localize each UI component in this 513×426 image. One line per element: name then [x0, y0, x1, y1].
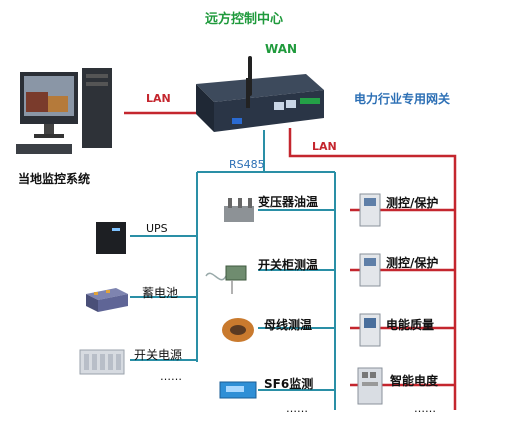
temperature-sensor-icon	[205, 265, 247, 294]
middle-device-label: 开关柜测温	[258, 258, 319, 272]
local-monitor-label: 当地监控系统	[18, 172, 91, 186]
right-device-label: 智能电度	[390, 374, 439, 388]
protection-device-icon	[359, 253, 381, 287]
left-device-label: 蓄电池	[142, 286, 179, 300]
ups-icon	[96, 222, 126, 254]
gateway-label: 电力行业专用网关	[354, 92, 451, 106]
lan-label-local: LAN	[146, 92, 171, 105]
middle-device-label: 母线测温	[264, 318, 313, 332]
left-device-label: 开关电源	[134, 348, 183, 362]
middle-device-label: SF6监测	[264, 377, 314, 391]
lan-label-right: LAN	[312, 140, 337, 153]
power-supply-icon	[79, 349, 125, 375]
right-device-label: 测控/保护	[386, 256, 439, 270]
energy-meter-icon	[357, 367, 383, 405]
control-center-label: 远方控制中心	[205, 12, 284, 27]
rs485-label: RS485	[229, 158, 265, 171]
middle-more: ……	[286, 402, 308, 415]
right-more: ……	[414, 402, 436, 415]
power-quality-icon	[359, 313, 381, 347]
antenna-icon	[248, 56, 252, 96]
middle-device-label: 变压器油温	[258, 195, 319, 209]
protection-device-icon	[359, 193, 381, 227]
right-device-label: 测控/保护	[386, 196, 439, 210]
gateway-device-icon	[196, 74, 324, 132]
left-device-label: UPS	[146, 222, 168, 235]
right-device-label: 电能质量	[386, 318, 435, 332]
wan-label: WAN	[265, 42, 298, 56]
transformer-icon	[224, 198, 254, 222]
sf6-monitor-icon	[219, 381, 257, 399]
computer-icon	[16, 68, 112, 154]
left-more: ……	[160, 370, 182, 383]
battery-icon	[86, 288, 128, 312]
lan-bus-right	[288, 128, 457, 410]
busbar-sensor-icon	[222, 318, 254, 342]
